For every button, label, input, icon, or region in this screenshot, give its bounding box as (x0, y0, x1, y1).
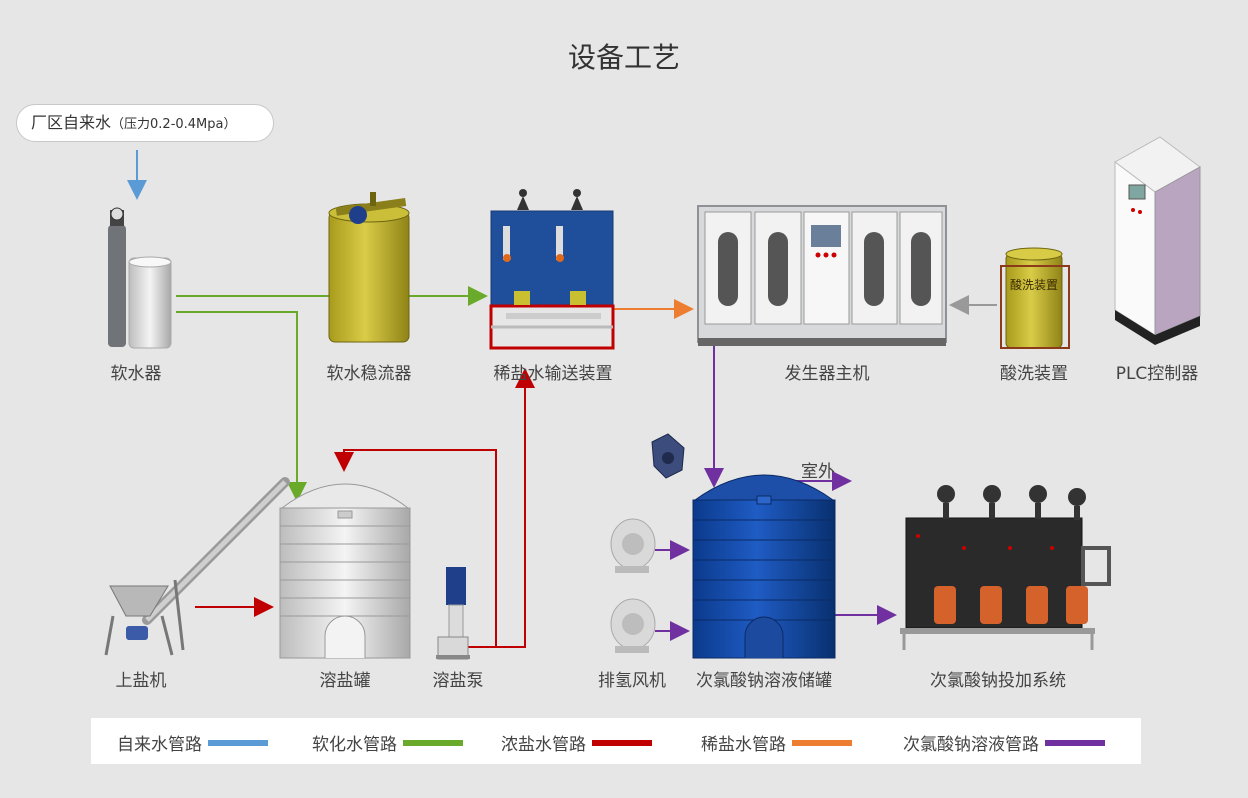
label-dilute-brine-delivery: 稀盐水输送装置 (493, 364, 613, 384)
label-dosing-system: 次氯酸钠投加系统 (930, 671, 1066, 691)
page-title: 设备工艺 (567, 41, 680, 74)
legend-swatch (592, 739, 652, 746)
legend-swatch (403, 739, 463, 746)
salt-dissolving-tank (279, 483, 411, 659)
label-salt-pump: 溶盐泵 (432, 671, 484, 691)
soft-water-buffer-tank (328, 192, 410, 343)
legend-item-concentrated-brine: 浓盐水管路 (501, 730, 652, 755)
legend-label: 稀盐水管路 (701, 735, 786, 755)
label-salt-loader: 上盐机 (115, 671, 167, 691)
legend-item-tap-water: 自来水管路 (117, 730, 268, 755)
water-softener (108, 207, 172, 349)
legend-swatch (1045, 739, 1105, 746)
acid-wash-unit: 酸洗装置 (1000, 247, 1070, 349)
legend-label: 软化水管路 (312, 735, 397, 755)
concentrated-brine-lines (195, 368, 535, 648)
legend-label: 自来水管路 (117, 735, 202, 755)
label-acid-wash: 酸洗装置 (1000, 364, 1068, 384)
hydrogen-detector (651, 433, 685, 479)
legend-label: 浓盐水管路 (501, 735, 586, 755)
label-generator: 发生器主机 (784, 364, 870, 384)
salt-dissolving-pump (436, 567, 470, 660)
label-water-softener: 软水器 (110, 364, 162, 384)
label-storage-tank: 次氯酸钠溶液储罐 (696, 671, 832, 691)
legend-item-hypochlorite: 次氯酸钠溶液管路 (903, 730, 1105, 755)
salt-loader (104, 477, 290, 656)
pipeline-legend: 自来水管路 软化水管路 浓盐水管路 稀盐水管路 次氯酸钠溶液管路 (91, 718, 1141, 764)
legend-item-softened-water: 软化水管路 (312, 730, 463, 755)
label-plc: PLC控制器 (1115, 364, 1199, 384)
source-label: 厂区自来水 (31, 113, 112, 132)
generator-main-unit (697, 205, 947, 346)
label-outdoor: 室外 (801, 462, 835, 482)
legend-label: 次氯酸钠溶液管路 (903, 735, 1039, 755)
hydrogen-exhaust-blowers (610, 518, 656, 653)
hypochlorite-dosing-system (900, 485, 1111, 650)
label-salt-tank: 溶盐罐 (319, 671, 371, 691)
label-soft-water-buffer: 软水稳流器 (326, 364, 412, 384)
tap-water-source: 厂区自来水（压力0.2-0.4Mpa） (16, 104, 274, 142)
plc-controller (1114, 136, 1201, 345)
acid-tank-text: 酸洗装置 (1010, 277, 1058, 292)
label-blower: 排氢风机 (598, 671, 666, 691)
legend-swatch (208, 739, 268, 746)
legend-swatch (792, 739, 852, 746)
legend-item-dilute-brine: 稀盐水管路 (701, 730, 852, 755)
hypochlorite-storage-tank (692, 474, 836, 659)
dilute-brine-delivery-unit (489, 189, 615, 350)
source-pressure: （压力0.2-0.4Mpa） (111, 117, 237, 132)
